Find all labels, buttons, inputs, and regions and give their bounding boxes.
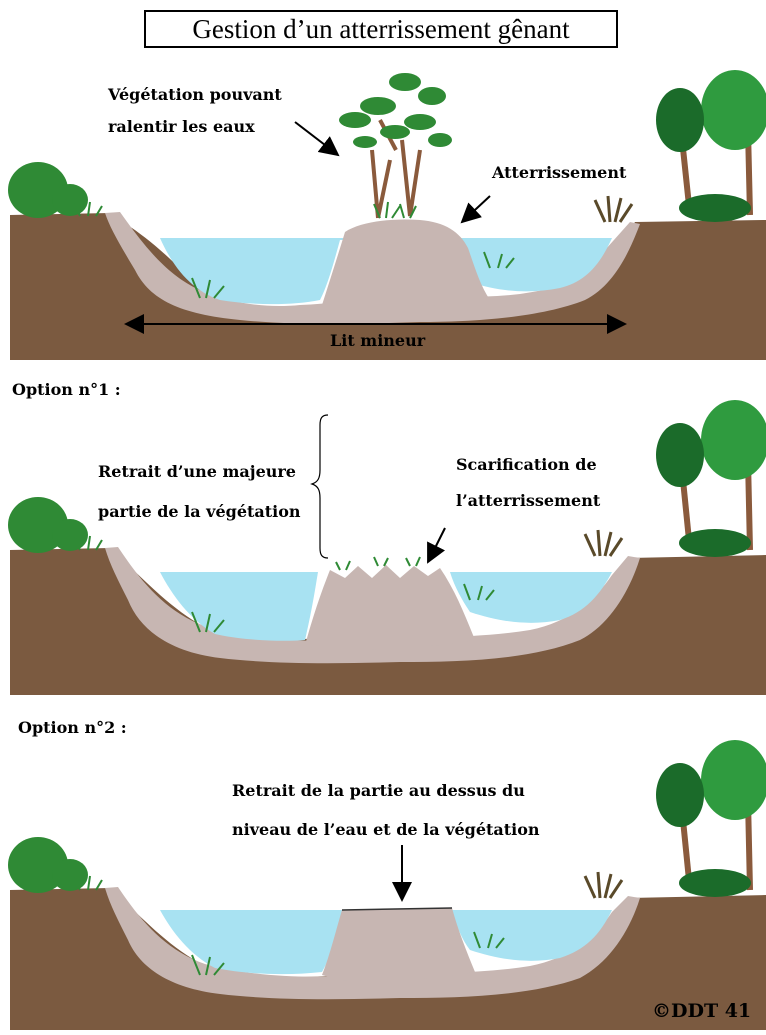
grass-tuft-icon	[73, 535, 103, 551]
tree-icon	[339, 73, 452, 219]
flattened-mound	[322, 908, 475, 981]
sediment-bed	[105, 212, 640, 324]
bush-icon	[8, 162, 88, 218]
bush-icon	[8, 497, 88, 553]
reed-icon	[583, 871, 624, 899]
option1-retrait-line2: partie de la végétation	[98, 502, 301, 521]
option2-heading: Option n°2 :	[18, 718, 127, 737]
option1-heading: Option n°1 :	[12, 380, 121, 399]
panel-3	[8, 740, 766, 1030]
copyright-label: ©DDT 41	[652, 1000, 752, 1022]
sediment-bed	[105, 547, 640, 664]
water	[450, 572, 612, 623]
bush-icon	[8, 837, 88, 893]
vegetation-label-line1: Végétation pouvant	[108, 85, 282, 104]
arrow-icon	[294, 121, 340, 157]
lit-mineur-label: Lit mineur	[330, 331, 426, 350]
water	[160, 238, 612, 305]
option1-retrait-line1: Retrait d’une majeure	[98, 462, 296, 481]
brace	[310, 414, 329, 559]
diagram-title: Gestion d’un atterrissement gênant	[144, 10, 618, 48]
water	[160, 910, 612, 975]
grass-tuft-icon	[191, 251, 515, 299]
water	[160, 572, 318, 641]
vegetation-label-line2: ralentir les eaux	[108, 117, 255, 136]
tree-icon	[656, 400, 766, 557]
atterrissement-mound	[322, 219, 490, 306]
arrow-icon	[427, 527, 446, 564]
grass-tuft-icon	[335, 556, 421, 571]
grass-tuft-icon	[73, 875, 103, 891]
option1-scarification-line2: l’atterrissement	[456, 491, 601, 510]
grass-tuft-icon	[373, 201, 417, 219]
option2-retrait-line1: Retrait de la partie au dessus du	[232, 781, 525, 800]
soil-bank	[10, 888, 766, 1030]
option2-retrait-line2: niveau de l’eau et de la végétation	[232, 820, 540, 839]
water-level-line	[341, 907, 453, 911]
panel-1	[8, 70, 766, 360]
grass-tuft-icon	[73, 201, 103, 217]
grass-tuft-icon	[191, 931, 505, 976]
reed-icon	[593, 195, 634, 223]
atterrissement-label: Atterrissement	[492, 163, 627, 182]
soil-bank	[10, 548, 766, 695]
tree-icon	[656, 70, 766, 222]
scarified-mound	[305, 565, 475, 650]
arrow-icon	[460, 195, 491, 224]
grass-tuft-icon	[191, 583, 495, 633]
panel-2	[8, 400, 766, 695]
reed-icon	[583, 529, 624, 557]
option1-scarification-line1: Scarification de	[456, 455, 597, 474]
tree-icon	[656, 740, 766, 897]
